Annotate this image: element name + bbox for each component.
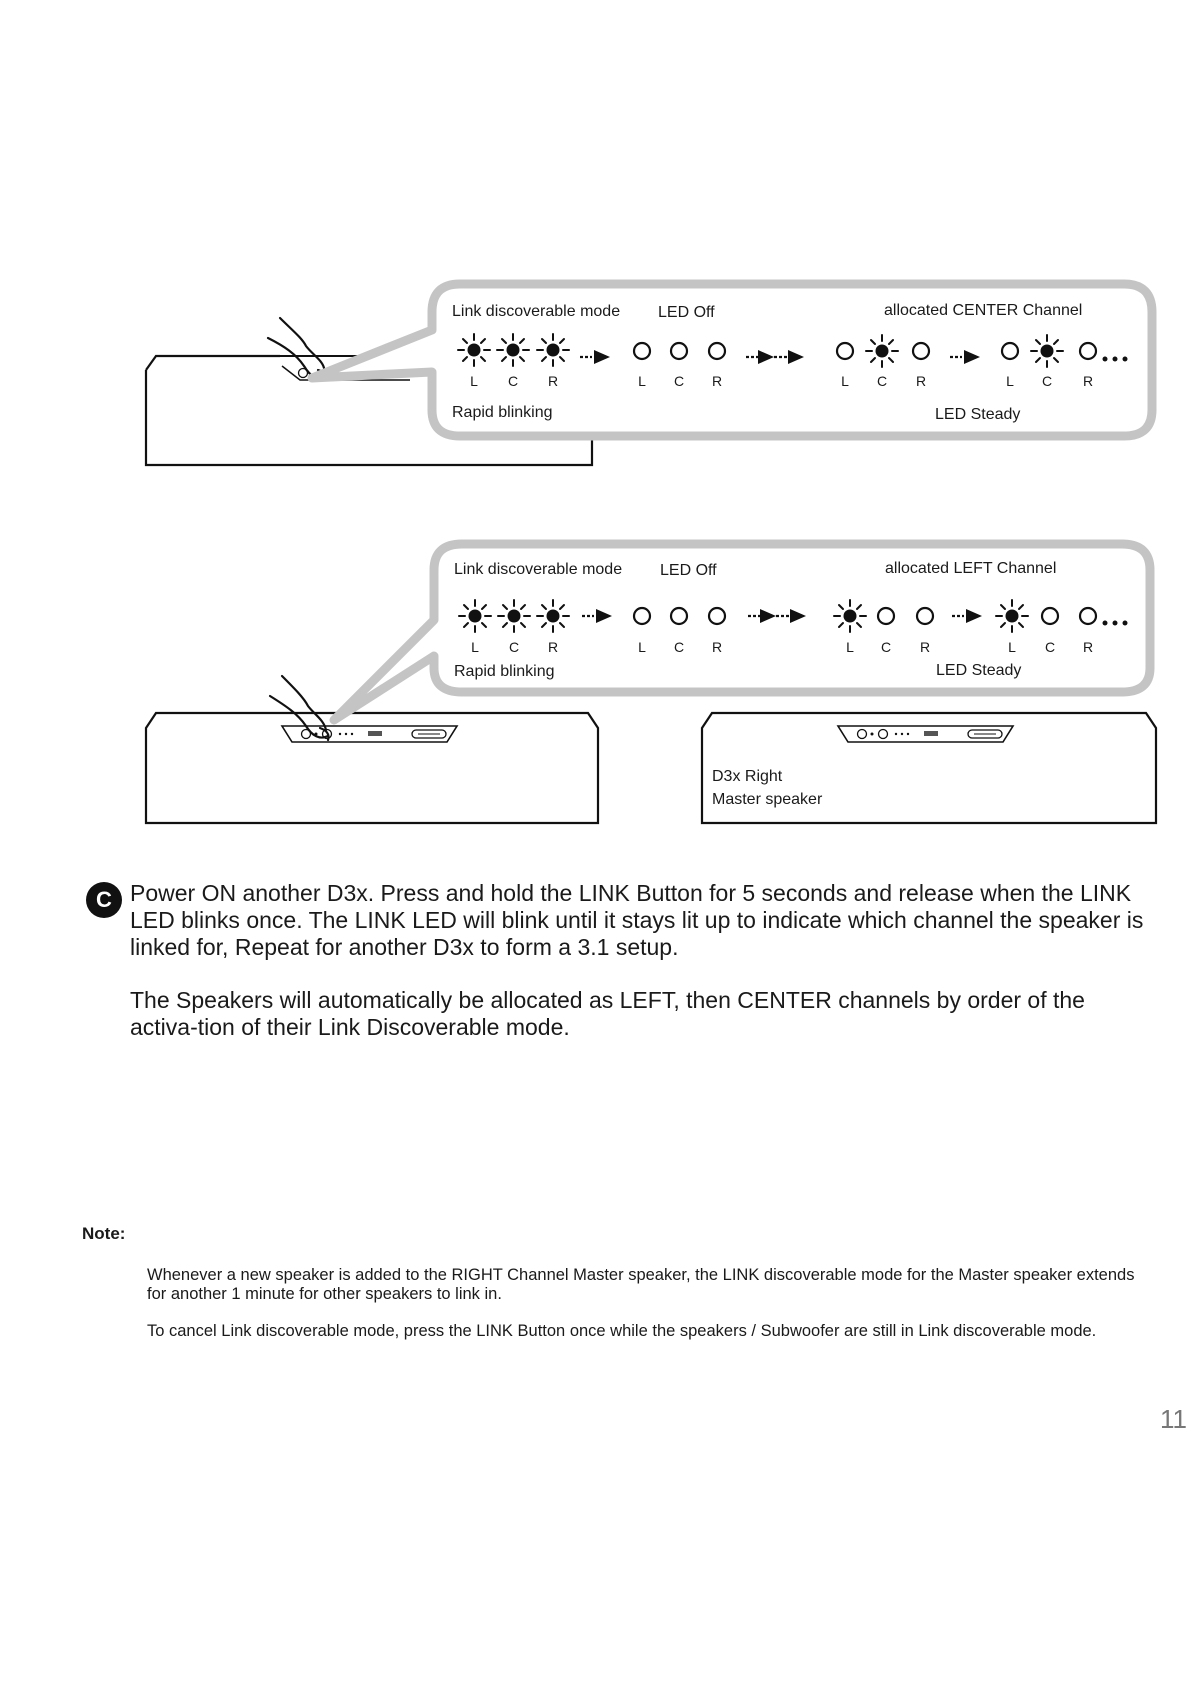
step-badge: C <box>86 882 122 918</box>
led-letter-c: C <box>881 639 891 655</box>
led-letter-c: C <box>508 373 518 389</box>
led-off-heading: LED Off <box>658 304 715 321</box>
page-number: 11 <box>1160 1404 1187 1434</box>
led-sequence-diagrams: Link discoverable mode LED Off allocated… <box>144 279 1158 825</box>
led-blink-icon <box>536 333 570 367</box>
led-letter-l: L <box>1006 373 1014 389</box>
ellipsis-icon <box>1102 356 1128 362</box>
led-letter-c: C <box>674 639 684 655</box>
led-blink-icon <box>457 333 491 367</box>
led-steady-caption: LED Steady <box>935 406 1020 423</box>
note-paragraph-1: Whenever a new speaker is added to the R… <box>147 1266 1135 1303</box>
note-title: Note: <box>82 1224 126 1243</box>
note-paragraph-2: To cancel Link discoverable mode, press … <box>147 1322 1097 1340</box>
led-letter-r: R <box>1083 373 1093 389</box>
right-master-speaker-illustration: D3x Right Master speaker <box>700 711 1158 825</box>
callout-top: Link discoverable mode LED Off allocated… <box>307 279 1157 441</box>
callout-bottom: Link discoverable mode LED Off allocated… <box>329 539 1155 725</box>
led-letter-r: R <box>1083 639 1093 655</box>
rapid-blinking-caption: Rapid blinking <box>452 404 553 421</box>
led-letter-c: C <box>509 639 519 655</box>
led-letter-r: R <box>920 639 930 655</box>
led-letter-c: C <box>1045 639 1055 655</box>
ellipsis-icon <box>1102 620 1128 626</box>
led-blink-icon <box>833 599 867 633</box>
hand-pressing-link-button-icon <box>266 316 328 382</box>
led-letter-l: L <box>846 639 854 655</box>
left-speaker-illustration <box>144 711 600 825</box>
led-blink-icon <box>865 334 899 368</box>
led-letter-l: L <box>638 639 646 655</box>
led-letter-r: R <box>548 373 558 389</box>
speaker-caption-role: Master speaker <box>712 791 823 808</box>
led-blink-icon <box>1030 334 1064 368</box>
link-mode-heading: Link discoverable mode <box>454 561 622 578</box>
led-letter-c: C <box>674 373 684 389</box>
led-steady-caption: LED Steady <box>936 662 1021 679</box>
led-letter-c: C <box>877 373 887 389</box>
led-blink-icon <box>458 599 492 633</box>
allocated-channel-heading: allocated CENTER Channel <box>884 302 1082 319</box>
step-c-section: C Power ON another D3x. Press and hold t… <box>86 880 1146 1067</box>
led-letter-l: L <box>638 373 646 389</box>
step-c-paragraph-1: Power ON another D3x. Press and hold the… <box>130 880 1144 960</box>
led-letter-l: L <box>471 639 479 655</box>
led-letter-l: L <box>1008 639 1016 655</box>
step-c-paragraph-2: The Speakers will automatically be alloc… <box>130 987 1085 1040</box>
led-blink-icon <box>496 333 530 367</box>
led-blink-icon <box>995 599 1029 633</box>
led-blink-icon <box>536 599 570 633</box>
led-letter-l: L <box>841 373 849 389</box>
led-letter-r: R <box>712 373 722 389</box>
led-blink-icon <box>497 599 531 633</box>
rapid-blinking-caption: Rapid blinking <box>454 663 555 680</box>
speaker-caption-model: D3x Right <box>712 768 783 785</box>
hand-pressing-link-button-icon <box>268 674 330 742</box>
speaker-button-panel <box>837 725 1014 743</box>
led-letter-r: R <box>548 639 558 655</box>
allocated-channel-heading: allocated LEFT Channel <box>885 560 1056 577</box>
led-letter-c: C <box>1042 373 1052 389</box>
led-off-heading: LED Off <box>660 562 717 579</box>
link-mode-heading: Link discoverable mode <box>452 303 620 320</box>
led-letter-r: R <box>712 639 722 655</box>
led-letter-l: L <box>470 373 478 389</box>
led-letter-r: R <box>916 373 926 389</box>
